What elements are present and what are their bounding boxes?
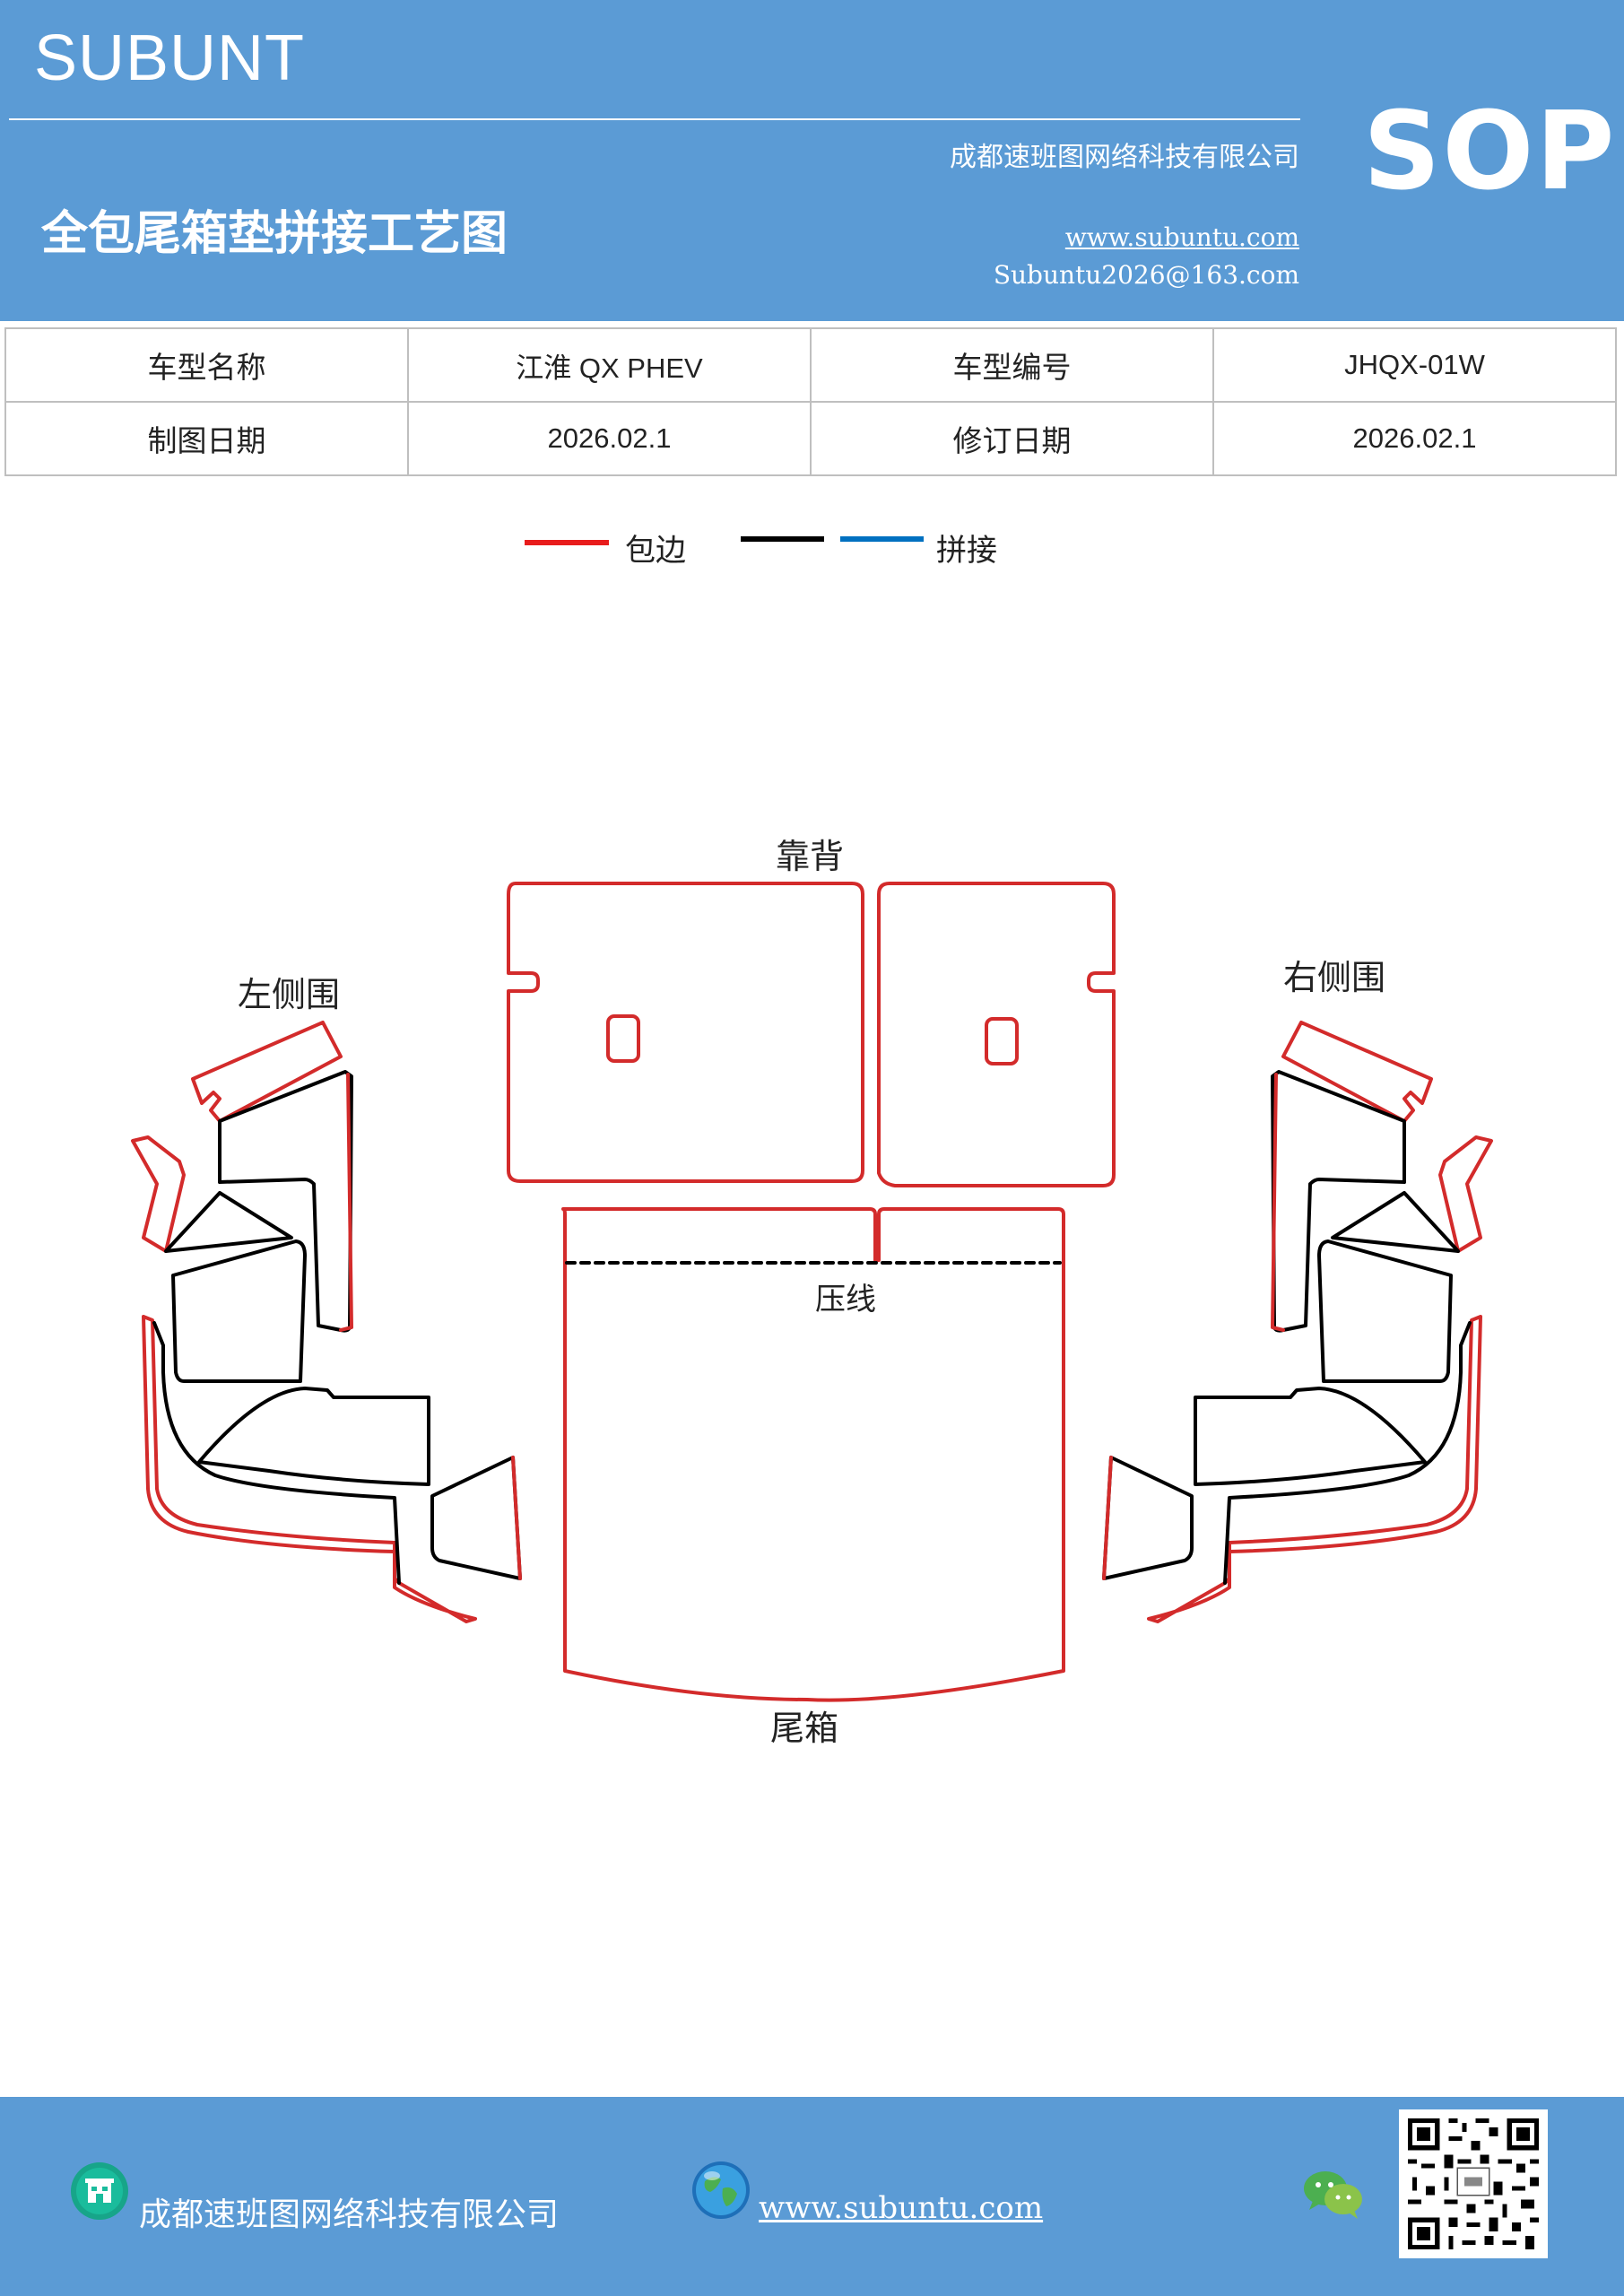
backrest-left-panel: [507, 882, 864, 1183]
model-code-value: JHQX-01W: [1212, 327, 1617, 403]
legend: 包边 拼接: [0, 520, 1624, 574]
right-side-side-piece: [1102, 1456, 1194, 1580]
right-side-corner-strip: [1438, 1135, 1493, 1253]
footer-website-link[interactable]: www.subuntu.com: [759, 2190, 1044, 2226]
wechat-icon: [1304, 2171, 1362, 2219]
header-company: 成都速班图网络科技有限公司: [950, 142, 1299, 173]
header-divider: [9, 118, 1300, 120]
left-side-bottom-black-edge: [152, 1321, 401, 1585]
left-side-small-triangle: [164, 1191, 293, 1253]
header-banner: SUBUNT 成都速班图网络科技有限公司 全包尾箱垫拼接工艺图 www.subu…: [0, 0, 1624, 321]
left-side-side-edge: [511, 1456, 522, 1580]
building-icon: [71, 2162, 128, 2220]
header-website-link[interactable]: www.subuntu.com: [1064, 222, 1299, 252]
header-email: Subuntu2026@163.com: [993, 260, 1299, 290]
sop-badge: SOP: [1363, 90, 1617, 214]
model-code-label: 车型编号: [810, 327, 1214, 403]
revise-date-value: 2026.02.1: [1212, 401, 1617, 476]
left-side-side-piece: [430, 1456, 522, 1580]
left-side-top-strip: [191, 1021, 343, 1123]
vehicle-info-table: 车型名称 江淮 QX PHEV 车型编号 JHQX-01W 制图日期 2026.…: [4, 327, 1617, 476]
right-side-label: 右侧围: [1283, 958, 1385, 997]
legend-edge-label: 包边: [625, 533, 686, 569]
page-title: 全包尾箱垫拼接工艺图: [41, 207, 508, 261]
globe-icon: [692, 2161, 750, 2219]
crease-label: 压线: [815, 1282, 876, 1318]
right-side-lower-piece: [1194, 1387, 1427, 1486]
right-side-bottom-red-edge: [1147, 1315, 1482, 1623]
table-row: 车型名称 江淮 QX PHEV 车型编号 JHQX-01W: [4, 327, 1617, 403]
model-name-label: 车型名称: [4, 327, 409, 403]
left-side-lower-piece: [197, 1387, 430, 1486]
trunk-panel: [561, 1207, 1065, 1702]
right-side-top-strip: [1281, 1021, 1433, 1123]
backrest-right-hole: [985, 1017, 1019, 1065]
brand-name: SUBUNT: [34, 22, 306, 94]
left-side-label: 左侧围: [238, 975, 340, 1014]
qr-code[interactable]: [1399, 2109, 1548, 2258]
backrest-right-panel: [877, 882, 1116, 1187]
table-row: 制图日期 2026.02.1 修订日期 2026.02.1: [4, 401, 1617, 476]
left-side-bottom-red-edge: [142, 1315, 477, 1623]
left-side-tall-edge: [339, 1073, 353, 1332]
splice-diagram: 靠背 左侧围 右侧围 压线 尾箱: [131, 837, 1493, 1748]
right-side-bottom-black-edge: [1223, 1321, 1472, 1585]
right-side-side-edge: [1102, 1456, 1113, 1580]
model-name-value: 江淮 QX PHEV: [407, 327, 812, 403]
legend-black-swatch: [741, 536, 824, 542]
trunk-label: 尾箱: [770, 1709, 838, 1748]
draw-date-label: 制图日期: [4, 401, 409, 476]
legend-splice-label: 拼接: [936, 533, 997, 569]
right-side-tall-edge: [1271, 1073, 1285, 1332]
left-side-corner-strip: [131, 1135, 186, 1253]
left-side-mid-piece: [171, 1239, 307, 1383]
footer: 成都速班图网络科技有限公司 www.subuntu.com: [0, 2097, 1624, 2296]
right-side-small-triangle: [1331, 1191, 1460, 1253]
legend-blue-swatch: [840, 536, 924, 542]
backrest-left-hole: [606, 1014, 640, 1063]
legend-red-swatch: [525, 540, 609, 545]
backrest-label: 靠背: [776, 837, 844, 876]
right-side-mid-piece: [1317, 1239, 1453, 1383]
draw-date-value: 2026.02.1: [407, 401, 812, 476]
revise-date-label: 修订日期: [810, 401, 1214, 476]
footer-company: 成都速班图网络科技有限公司: [139, 2196, 560, 2233]
